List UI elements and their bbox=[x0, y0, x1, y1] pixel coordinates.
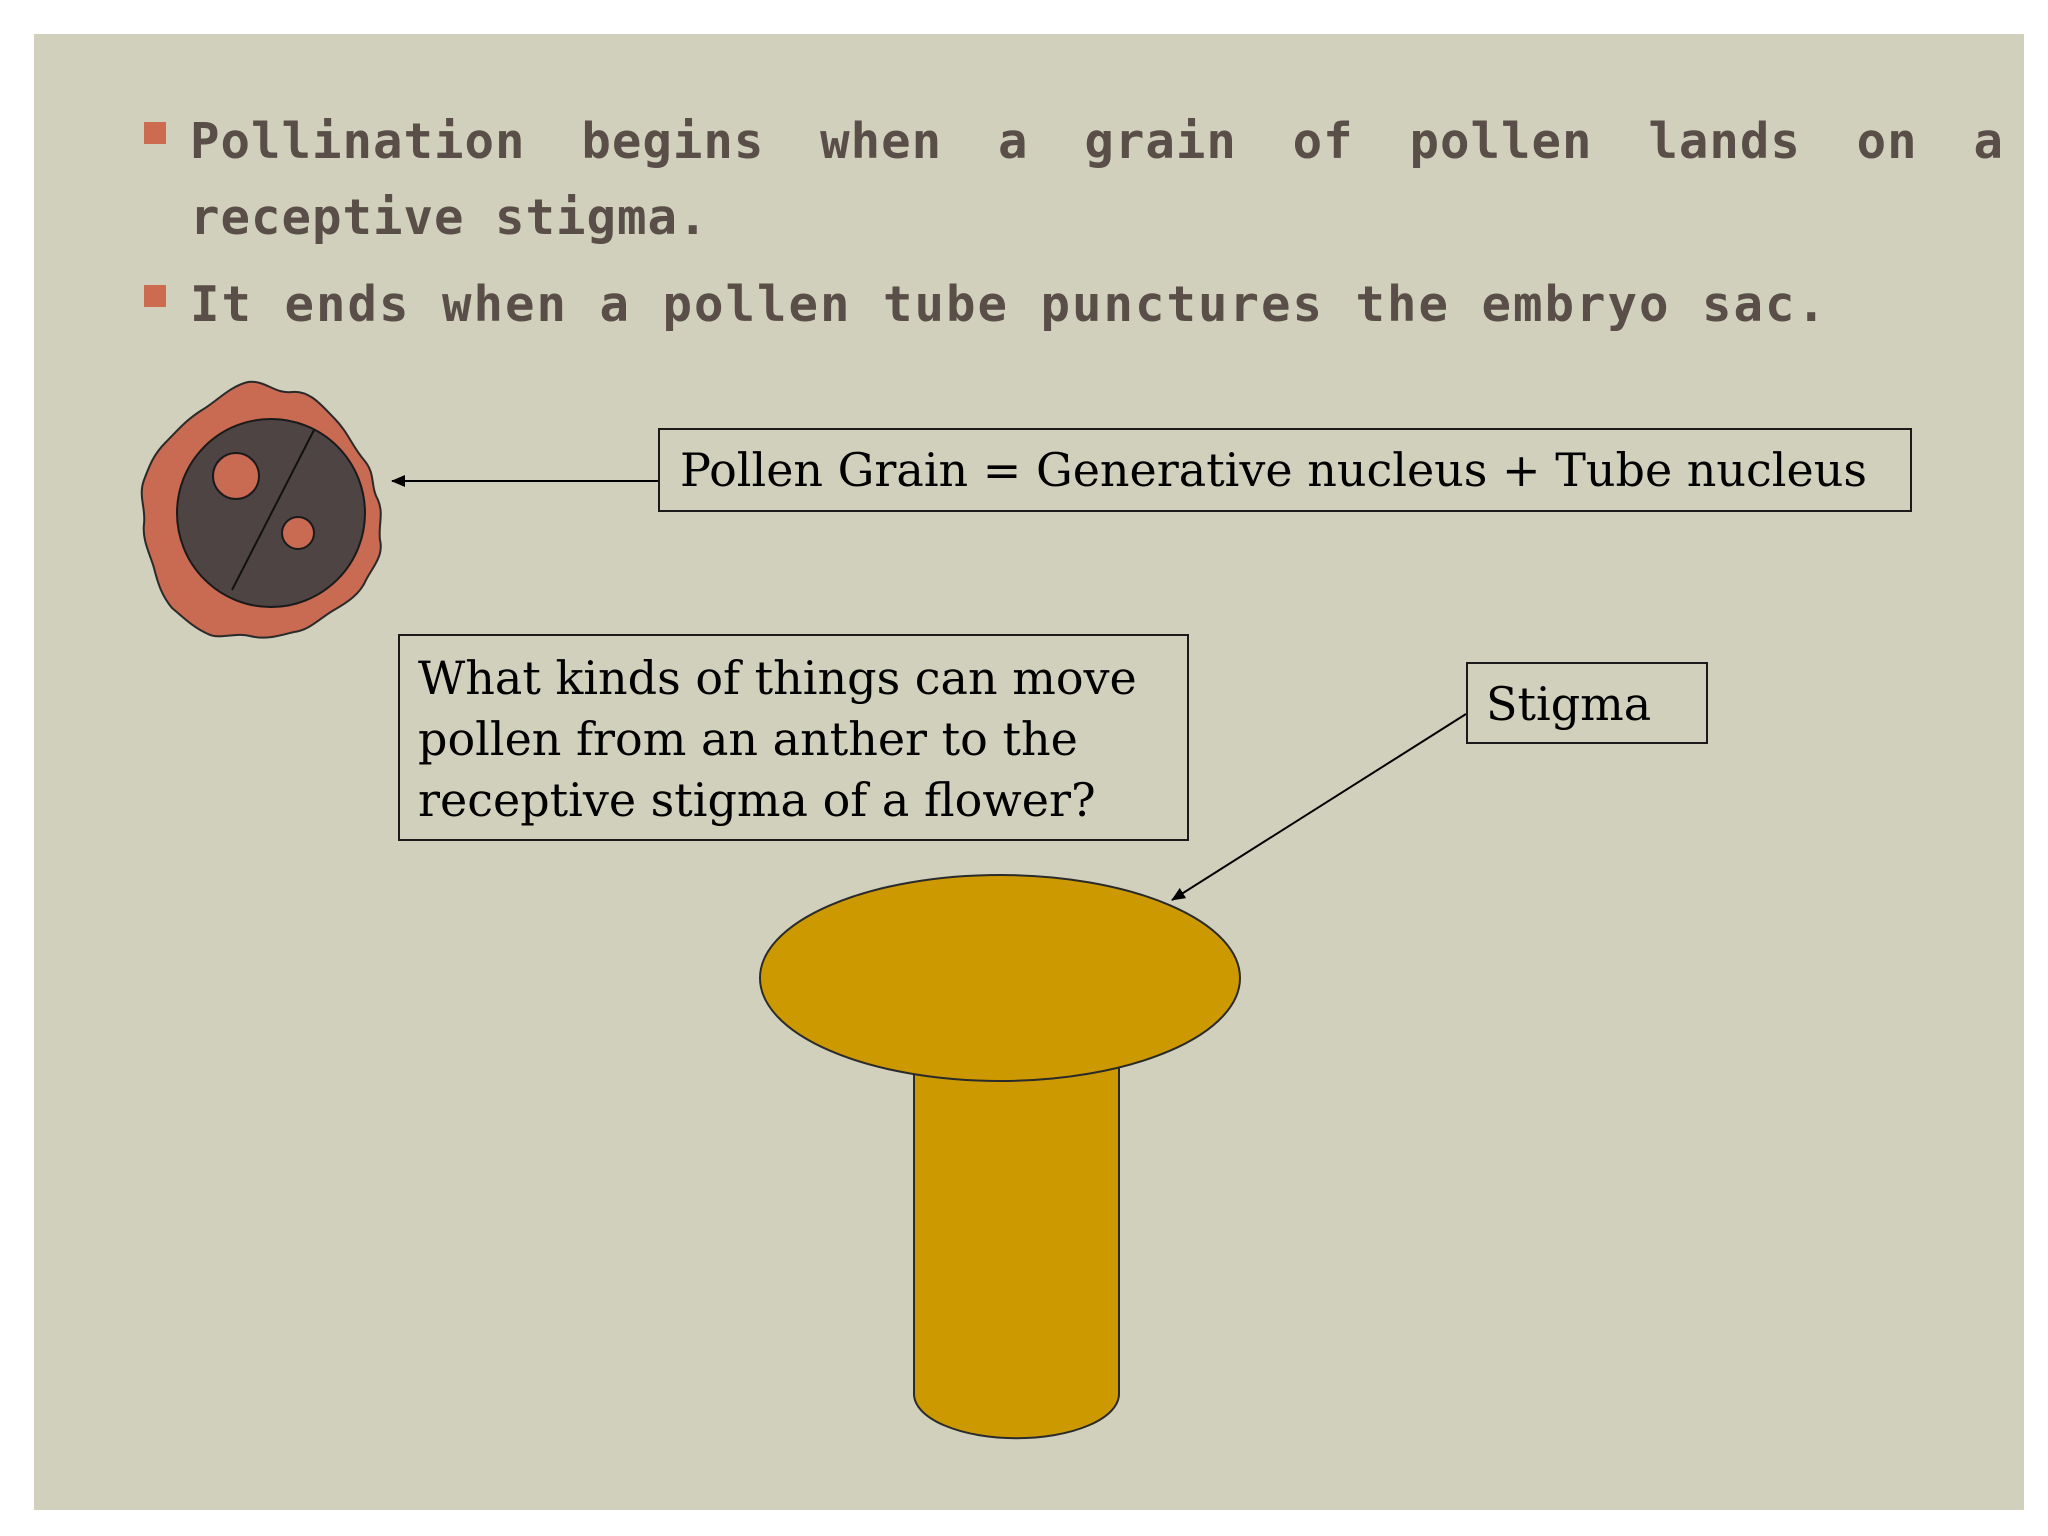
bullet-list: Pollination begins when a grain of polle… bbox=[144, 104, 2004, 354]
stigma-label: Stigma bbox=[1466, 662, 1708, 744]
pollen-divider bbox=[231, 429, 315, 591]
pollination-diagram bbox=[140, 380, 1467, 1440]
bullet-text: It ends when a pollen tube punctures the… bbox=[190, 276, 1829, 333]
stigma-shape bbox=[759, 874, 1241, 1440]
stigma-head bbox=[759, 874, 1241, 1082]
style-stalk bbox=[913, 1053, 1120, 1440]
generative-nucleus bbox=[212, 452, 260, 500]
stigma-arrow bbox=[1171, 713, 1467, 901]
bullet-item: It ends when a pollen tube punctures the… bbox=[144, 267, 2004, 343]
bullet-text: Pollination begins when a grain of polle… bbox=[190, 113, 2004, 246]
bullet-square-icon bbox=[144, 122, 166, 144]
bullet-item: Pollination begins when a grain of polle… bbox=[144, 104, 2004, 256]
pollen-grain-label: Pollen Grain = Generative nucleus + Tube… bbox=[658, 428, 1912, 512]
slide: Pollination begins when a grain of polle… bbox=[34, 34, 2024, 1510]
pollen-grain-icon bbox=[140, 380, 382, 639]
bullet-square-icon bbox=[144, 285, 166, 307]
question-box: What kinds of things can move pollen fro… bbox=[398, 634, 1189, 841]
tube-nucleus bbox=[281, 516, 315, 550]
